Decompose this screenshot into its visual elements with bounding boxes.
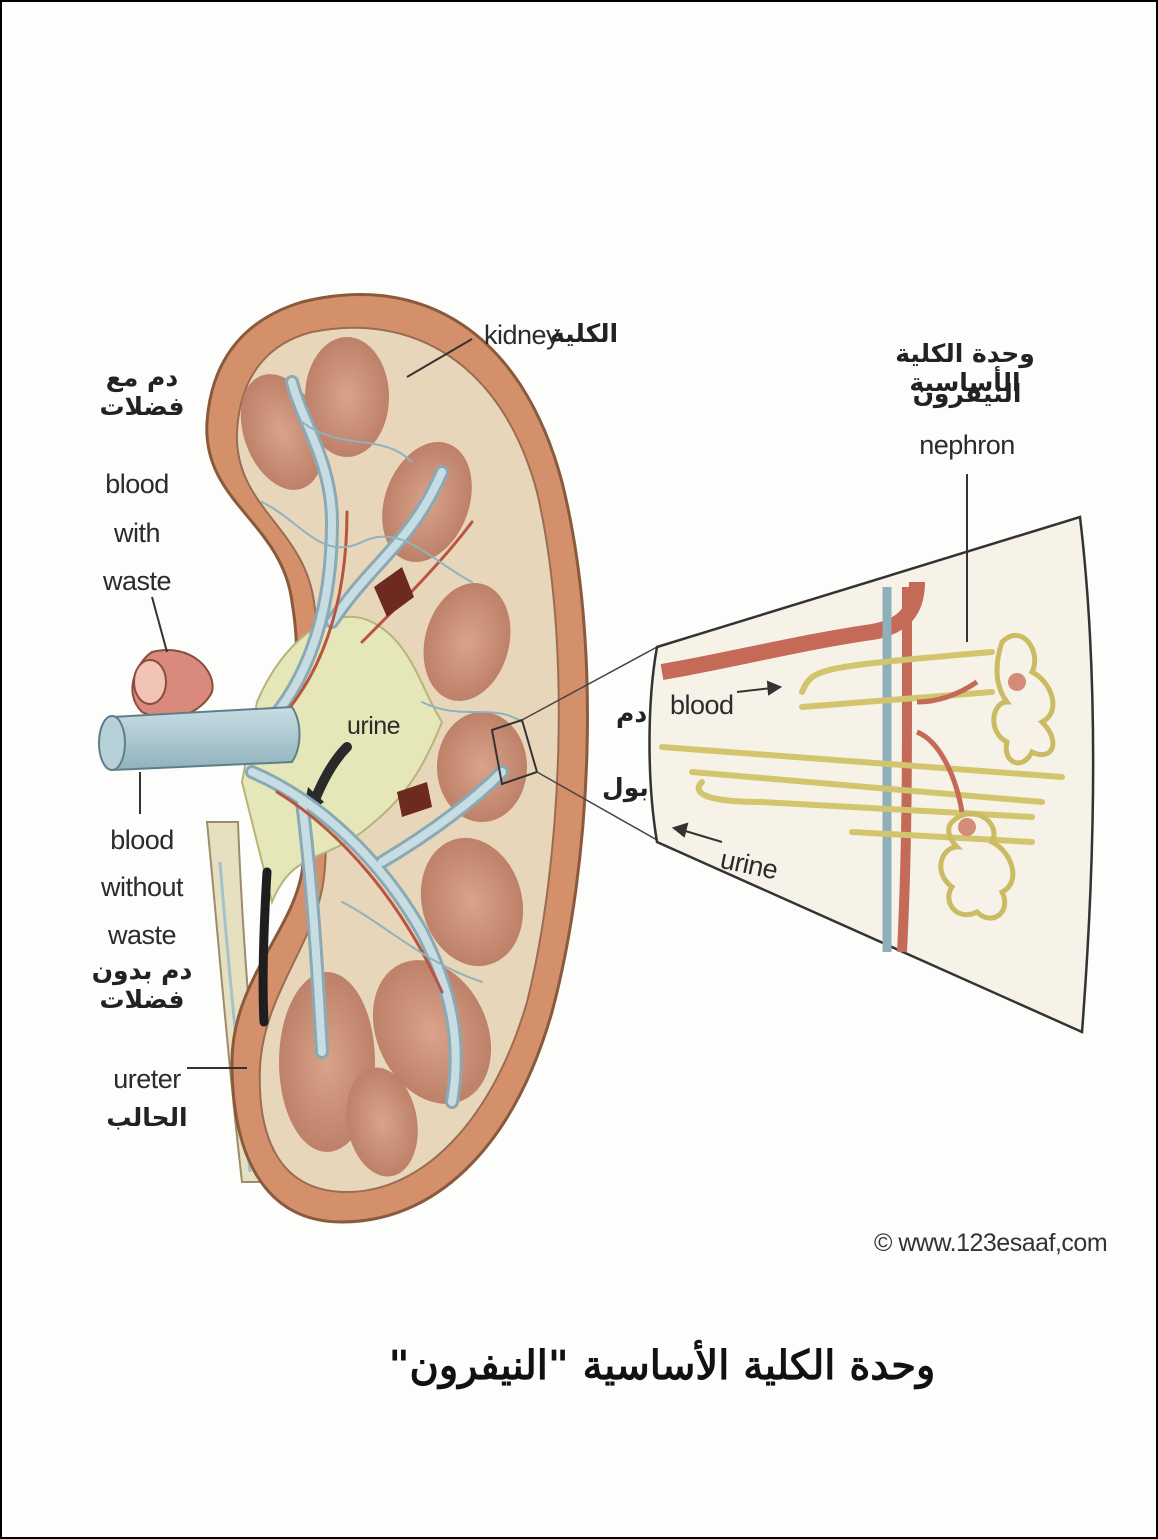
blood-without-waste-label-en: blood without waste [82,817,202,959]
page-title: وحدة الكلية الأساسية "النيفرون" [382,1342,942,1389]
nephron-label-en: nephron [902,430,1032,461]
urine-label-kidney: urine [347,712,400,741]
ureter-label-en: ureter [102,1064,192,1095]
copyright-text: © www.123esaaf,com [874,1229,1107,1258]
kidney-label-ar: الكلية [550,320,618,349]
ureter-label-ar: الحالب [102,1104,192,1133]
kidney-label-en: kidney [484,320,559,351]
blood-with-waste-label-ar: دم مع فضلات [87,364,197,422]
blood-label-inset-ar: دم [616,700,647,729]
renal-vessels-external [99,650,300,770]
nephron-label-ar-line2: النيفرون [902,380,1032,409]
blood-with-waste-label-en: blood with waste [82,460,192,606]
blood-label-inset-en: blood [670,690,734,721]
urine-label-inset-ar: بول [602,774,649,803]
blood-without-waste-label-ar: دم بدون فضلات [82,957,202,1015]
nephron-inset [650,517,1094,1032]
